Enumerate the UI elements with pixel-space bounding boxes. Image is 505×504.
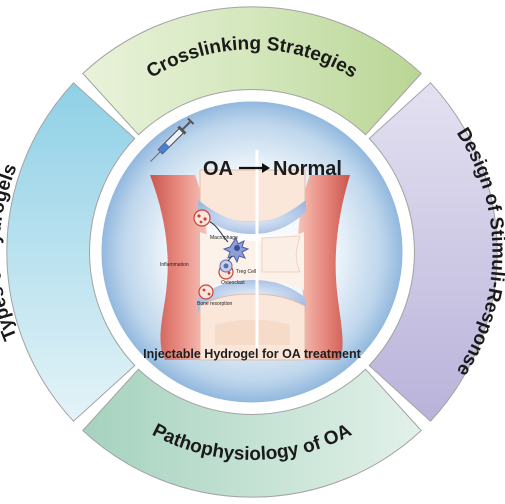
annotation-macrophage: Macrophage [210,235,238,241]
ring-segment-top [82,6,422,136]
ring-segment-bottom [82,368,422,498]
joint-capsule-right [298,175,350,360]
state-oa: OA [203,158,233,180]
arrow-treg [227,255,233,262]
joint-capsule-left [150,175,207,360]
annotation-treg: Treg Cell [236,269,256,275]
syringe-icon [150,117,195,162]
ring-segment-right [368,82,498,422]
bone-inner-pattern [215,319,290,345]
joint-illustration: Macrophage Inflammation Treg Cell Osteoc… [150,150,350,361]
annotation-inflammation: Inflammation [160,262,189,268]
annotation-bone-resorption: Bone resorption [197,301,233,307]
state-arrow-head [262,163,270,173]
center-caption: Injectable Hydrogel for OA treatment [143,347,361,361]
annotation-osteoclast: Osteoclast [221,280,245,286]
inflamed-cell-3 [198,284,214,300]
inflamed-cell-1 [193,209,211,227]
state-normal: Normal [273,158,342,180]
normal-cavity [261,235,301,273]
upper-cartilage [198,200,306,234]
ring-segment-left [6,82,136,422]
arrow-macrophage [209,221,229,243]
